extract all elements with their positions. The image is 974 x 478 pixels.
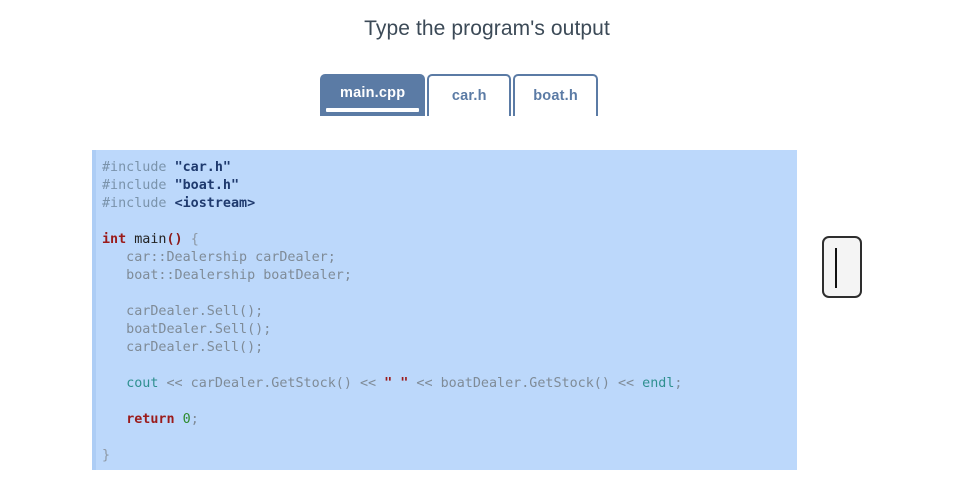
answer-input[interactable] xyxy=(822,236,862,298)
code-token-return-value: 0 xyxy=(182,412,191,427)
tab-boat-h-label: boat.h xyxy=(533,88,578,104)
file-tab-strip: main.cpp car.h boat.h xyxy=(320,74,600,116)
code-token-parens: () xyxy=(166,232,183,247)
text-caret-icon xyxy=(835,248,837,288)
code-token-semicolon-return: ; xyxy=(190,412,199,427)
code-line-decl-boat: boat::Dealership boatDealer; xyxy=(102,268,352,283)
tab-car-h[interactable]: car.h xyxy=(427,74,512,116)
code-line-call-1: carDealer.Sell(); xyxy=(102,304,264,319)
code-block: #include "car.h" #include "boat.h" #incl… xyxy=(92,150,797,470)
code-token-semicolon: ; xyxy=(674,376,683,391)
page-title: Type the program's output xyxy=(364,17,610,40)
code-token-include-header-1: "car.h" xyxy=(174,160,231,175)
code-token-out-part-1: << carDealer.GetStock() << xyxy=(158,376,385,391)
tab-main-cpp[interactable]: main.cpp xyxy=(320,74,426,116)
code-line-call-3: carDealer.Sell(); xyxy=(102,340,264,355)
code-token-string-space: " " xyxy=(384,376,409,391)
code-token-include-directive-2: #include xyxy=(102,178,167,193)
code-token-fn-main: main xyxy=(134,232,167,247)
code-token-out-part-2: << boatDealer.GetStock() << xyxy=(408,376,643,391)
code-token-include-header-2: "boat.h" xyxy=(174,178,240,193)
code-token-keyword-int: int xyxy=(102,232,127,247)
code-token-cout: cout xyxy=(126,376,159,391)
code-token-include-directive-3: #include xyxy=(102,196,167,211)
tab-boat-h[interactable]: boat.h xyxy=(513,74,598,116)
code-token-include-header-3: <iostream> xyxy=(174,196,256,211)
code-token-include-directive-1: #include xyxy=(102,160,167,175)
code-token-endl: endl xyxy=(642,376,675,391)
code-line-decl-car: car::Dealership carDealer; xyxy=(102,250,336,265)
code-token-brace-open: { xyxy=(190,232,199,247)
tab-car-h-label: car.h xyxy=(451,88,487,104)
tab-main-cpp-label: main.cpp xyxy=(340,84,406,101)
code-line-call-2: boatDealer.Sell(); xyxy=(102,322,272,337)
code-token-brace-close: } xyxy=(102,448,111,463)
code-token-keyword-return: return xyxy=(126,412,175,427)
code-content: #include "car.h" #include "boat.h" #incl… xyxy=(96,150,797,465)
